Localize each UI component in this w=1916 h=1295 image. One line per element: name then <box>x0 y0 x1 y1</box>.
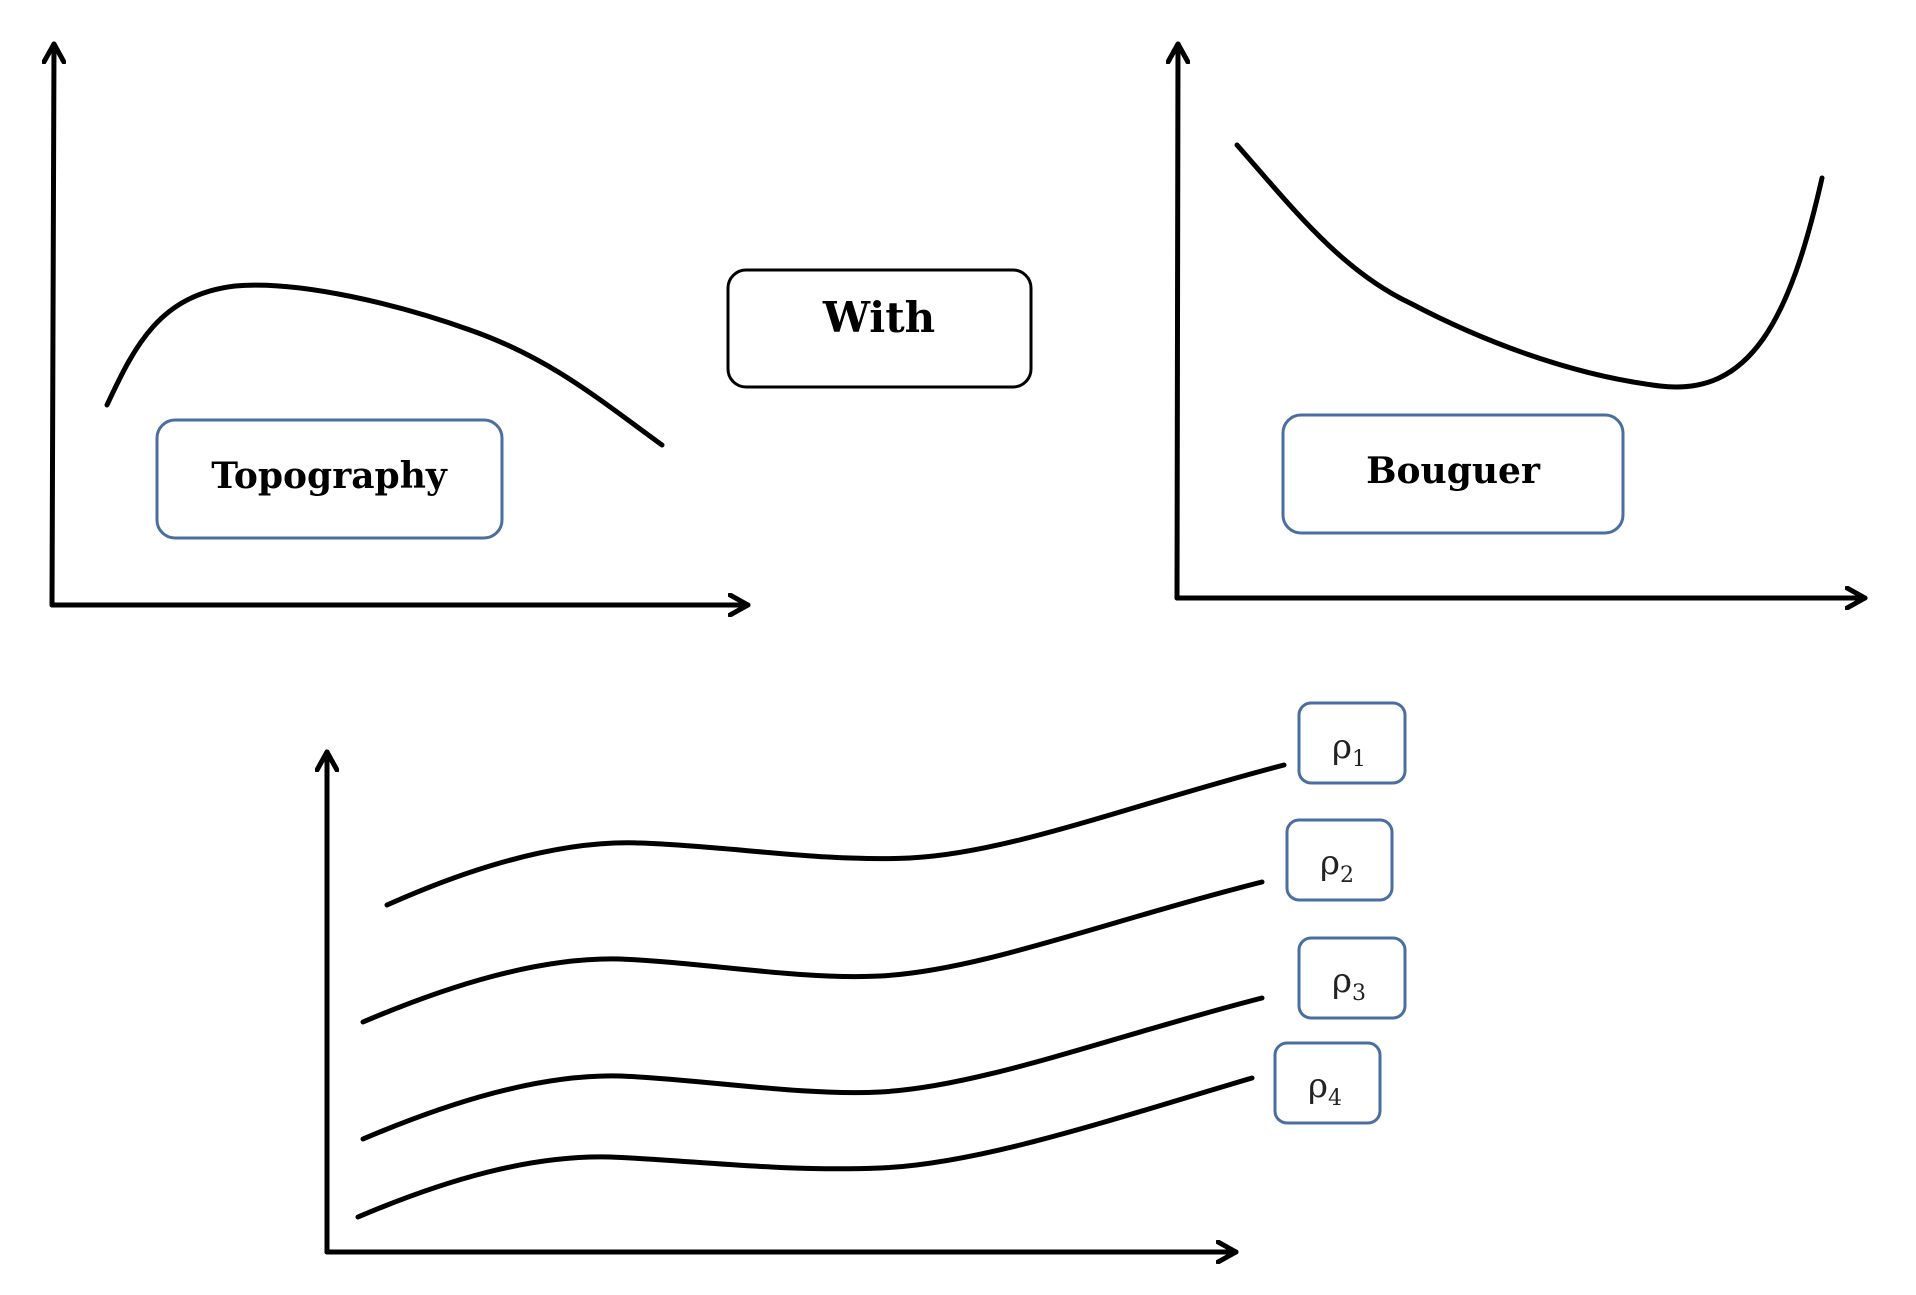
svg-text:ρ3: ρ3 <box>1332 961 1366 1006</box>
rho-symbol-4: ρ <box>1308 1066 1328 1106</box>
rho-symbol-3: ρ <box>1332 961 1352 1001</box>
layer-label-3: ρ3 <box>1297 936 1407 1020</box>
bouguer-label-box: Bouguer <box>1281 413 1625 535</box>
svg-text:ρ2: ρ2 <box>1320 843 1354 888</box>
layer-label-1: ρ1 <box>1297 701 1407 785</box>
layer-boundary-4 <box>355 1075 1255 1220</box>
topography-graph: Topography <box>52 41 751 608</box>
topography-y-axis <box>52 41 54 608</box>
with-box: With <box>726 268 1033 389</box>
layer-boundary-1 <box>384 762 1287 908</box>
rho-subscript-2: 2 <box>1340 863 1354 888</box>
bouguer-curve <box>1234 142 1825 390</box>
rho-symbol-2: ρ <box>1320 843 1340 883</box>
topography-label: Topography <box>211 455 448 497</box>
layer-boundary-3 <box>360 995 1265 1142</box>
topography-curve <box>104 282 665 448</box>
bouguer-graph: Bouguer <box>1177 41 1868 601</box>
rho-subscript-3: 3 <box>1352 981 1366 1006</box>
svg-text:ρ1: ρ1 <box>1332 727 1366 772</box>
layer-label-4: ρ4 <box>1273 1041 1382 1125</box>
rho-subscript-1: 1 <box>1352 747 1366 772</box>
rho-symbol-1: ρ <box>1332 727 1352 767</box>
layer-boundary-2 <box>360 879 1265 1025</box>
topography-label-box: Topography <box>155 418 504 540</box>
bouguer-y-axis <box>1177 41 1178 601</box>
svg-text:ρ4: ρ4 <box>1308 1066 1342 1111</box>
layer-label-2: ρ2 <box>1285 818 1394 902</box>
rho-subscript-4: 4 <box>1328 1086 1342 1111</box>
bouguer-label: Bouguer <box>1366 450 1541 492</box>
density-layers-graph: ρ1 ρ2 ρ3 ρ4 <box>327 701 1407 1252</box>
with-label: With <box>822 293 935 342</box>
